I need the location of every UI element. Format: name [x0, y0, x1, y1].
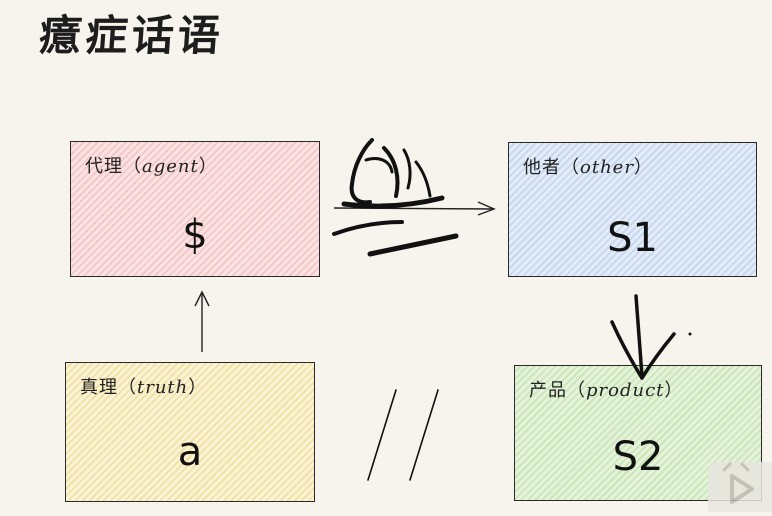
other-to-product-arrow: [610, 294, 692, 380]
other-box: 他者（other） S1: [508, 142, 757, 277]
truth-label: 真理（truth）: [80, 377, 208, 398]
double-slash-mark: [367, 389, 439, 481]
product-label-zh: 产品: [529, 380, 567, 401]
product-symbol: S2: [612, 434, 664, 480]
agent-to-other-arrow: [333, 201, 496, 216]
play-icon: [722, 462, 754, 504]
other-label-zh: 他者: [523, 157, 561, 178]
agent-label-en: agent: [142, 156, 199, 177]
truth-box: 真理（truth） a: [65, 362, 315, 502]
truth-label-zh: 真理: [80, 377, 118, 398]
agent-box: 代理（agent） $: [70, 141, 320, 277]
play-button[interactable]: [708, 462, 772, 512]
handwritten-scribble: [332, 138, 459, 257]
product-label: 产品（product）: [529, 380, 684, 401]
truth-symbol: a: [177, 429, 203, 475]
agent-symbol: $: [182, 212, 208, 258]
truth-to-agent-arrow: [194, 290, 210, 352]
agent-label: 代理（agent）: [85, 156, 218, 177]
other-label: 他者（other）: [523, 157, 653, 178]
product-label-en: product: [586, 380, 665, 401]
agent-label-zh: 代理: [85, 156, 123, 177]
truth-label-en: truth: [137, 377, 189, 398]
other-symbol: S1: [607, 215, 658, 261]
other-label-en: other: [580, 157, 634, 178]
